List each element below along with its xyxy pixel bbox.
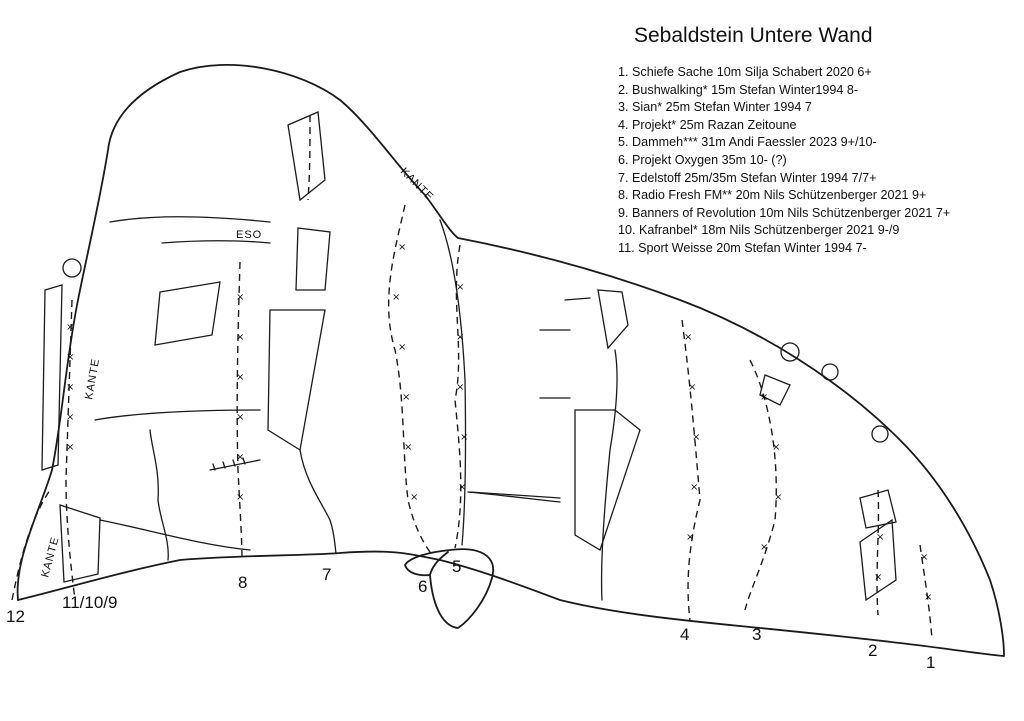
svg-text:×: × bbox=[456, 382, 464, 393]
graffiti-label: ESO bbox=[236, 229, 262, 241]
lower-dihedral bbox=[267, 309, 326, 452]
legend-item: 5. Dammeh*** 31m Andi Faessler 2023 9+/1… bbox=[618, 135, 877, 150]
boulder bbox=[404, 548, 495, 629]
svg-text:×: × bbox=[402, 392, 410, 403]
start-label: 3 bbox=[752, 625, 761, 644]
svg-text:×: × bbox=[876, 532, 884, 543]
bolt-marks: × × × × × × × × × × × × × × × × × × × × × × × × × × × × × × × × × ×… bbox=[66, 242, 932, 603]
svg-text:×: × bbox=[236, 412, 244, 423]
svg-text:×: × bbox=[772, 442, 780, 453]
svg-text:×: × bbox=[236, 292, 244, 303]
legend-item: 4. Projekt* 25m Razan Zeitoune bbox=[618, 117, 797, 132]
svg-text:×: × bbox=[924, 592, 932, 603]
svg-text:×: × bbox=[236, 332, 244, 343]
svg-text:×: × bbox=[684, 332, 692, 343]
svg-text:×: × bbox=[690, 482, 698, 493]
svg-text:×: × bbox=[410, 492, 418, 503]
kante-label-bottom: KANTE bbox=[39, 535, 61, 578]
svg-text:×: × bbox=[404, 442, 412, 453]
overhang-marks bbox=[209, 297, 591, 499]
rock-outline bbox=[16, 63, 1005, 656]
left-pillar-frame bbox=[41, 284, 63, 471]
legend-item: 7. Edelstoff 25m/35m Stefan Winter 1994 … bbox=[618, 170, 877, 185]
svg-text:×: × bbox=[392, 292, 400, 303]
base-ledge bbox=[99, 519, 251, 551]
svg-text:×: × bbox=[760, 542, 768, 553]
left-lower-block bbox=[59, 504, 101, 583]
start-label: 8 bbox=[238, 573, 247, 592]
crack-left bbox=[149, 429, 169, 561]
svg-text:×: × bbox=[692, 432, 700, 443]
start-label: 12 bbox=[6, 607, 25, 626]
start-label: 6 bbox=[418, 577, 427, 596]
svg-text:×: × bbox=[688, 382, 696, 393]
legend-item: 3. Sian* 25m Stefan Winter 1994 7 bbox=[618, 100, 812, 115]
svg-text:×: × bbox=[398, 342, 406, 353]
svg-text:×: × bbox=[66, 322, 74, 333]
svg-text:×: × bbox=[456, 332, 464, 343]
rock-base-line bbox=[17, 550, 1005, 657]
svg-text:×: × bbox=[66, 382, 74, 393]
legend-item: 11. Sport Weisse 20m Stefan Winter 1994 … bbox=[618, 240, 867, 255]
svg-text:×: × bbox=[760, 392, 768, 403]
start-label: 7 bbox=[322, 565, 331, 584]
right-dihedral-upper bbox=[597, 289, 629, 350]
svg-text:×: × bbox=[460, 432, 468, 443]
main-arete-line bbox=[439, 219, 467, 546]
svg-text:×: × bbox=[686, 532, 694, 543]
legend-item: 9. Banners of Revolution 10m Nils Schütz… bbox=[618, 205, 951, 220]
mid-dihedral bbox=[295, 227, 331, 291]
start-label: 11/10/9 bbox=[62, 593, 117, 612]
start-label: 5 bbox=[452, 557, 461, 576]
legend-item: 10. Kafranbel* 18m Nils Schützenberger 2… bbox=[618, 223, 900, 238]
svg-text:×: × bbox=[236, 372, 244, 383]
window-block bbox=[154, 281, 221, 346]
tree-icons bbox=[62, 258, 889, 443]
svg-text:×: × bbox=[66, 442, 74, 453]
svg-text:×: × bbox=[66, 352, 74, 363]
right-crack bbox=[600, 349, 618, 601]
boulder-cut bbox=[429, 551, 449, 576]
svg-text:×: × bbox=[236, 452, 244, 463]
svg-text:×: × bbox=[874, 572, 882, 583]
route-legend: 1. Schiefe Sache 10m Silja Schabert 2020… bbox=[618, 64, 950, 258]
svg-text:×: × bbox=[920, 552, 928, 563]
start-label: 2 bbox=[868, 641, 877, 660]
topo-title: Sebaldstein Untere Wand bbox=[634, 24, 873, 47]
start-label: 1 bbox=[926, 653, 935, 672]
svg-text:×: × bbox=[236, 492, 244, 503]
left-ledge bbox=[94, 409, 261, 421]
svg-text:×: × bbox=[458, 482, 466, 493]
legend-item: 6. Projekt Oxygen 35m 10- (?) bbox=[618, 152, 787, 167]
upper-ledge bbox=[109, 216, 271, 223]
svg-text:×: × bbox=[774, 492, 782, 503]
svg-text:×: × bbox=[398, 242, 406, 253]
central-crack bbox=[299, 449, 337, 554]
svg-text:×: × bbox=[456, 282, 464, 293]
upper-ledge-2 bbox=[161, 240, 271, 244]
svg-text:×: × bbox=[66, 412, 74, 423]
legend-item: 1. Schiefe Sache 10m Silja Schabert 2020… bbox=[618, 65, 872, 79]
right-pillar bbox=[859, 518, 897, 602]
start-label: 4 bbox=[680, 625, 689, 644]
kante-label-left: KANTE bbox=[83, 357, 102, 400]
right-dihedral-lower bbox=[574, 409, 641, 551]
upper-dihedral bbox=[287, 111, 326, 202]
route-lines bbox=[11, 114, 933, 641]
legend-item: 2. Bushwalking* 15m Stefan Winter1994 8- bbox=[618, 82, 859, 97]
kante-label-top: KANTE bbox=[398, 166, 436, 204]
legend-item: 8. Radio Fresh FM** 20m Nils Schützenber… bbox=[618, 188, 927, 203]
